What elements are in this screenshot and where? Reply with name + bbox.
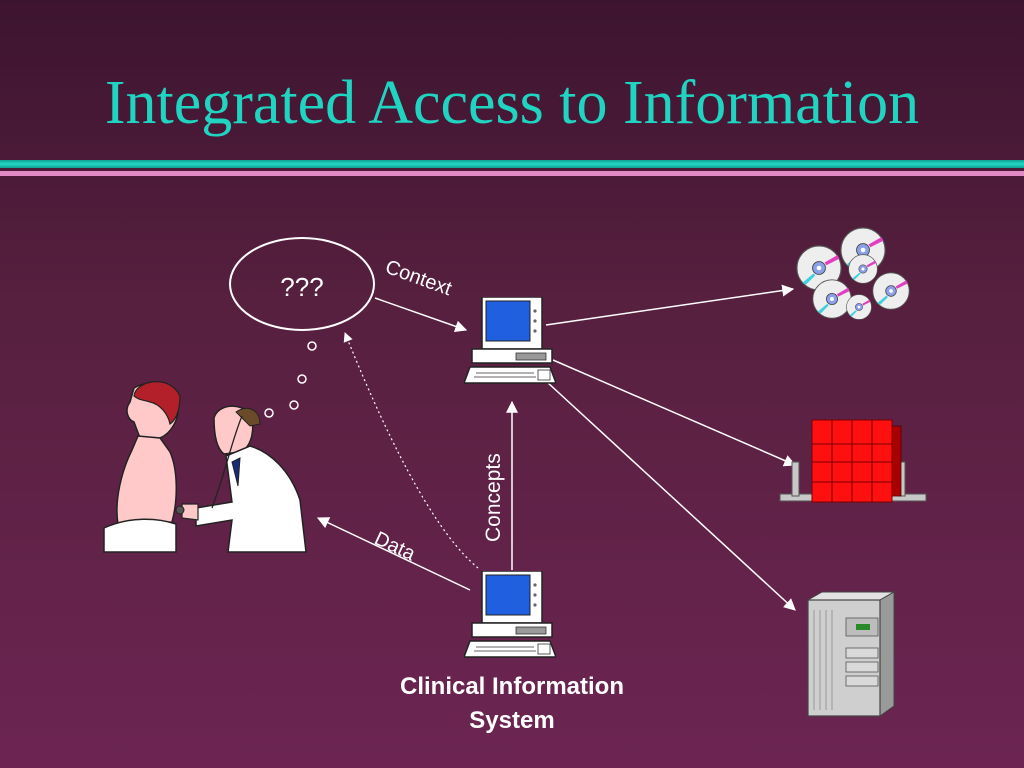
thought-dot xyxy=(297,374,307,384)
computer-icon xyxy=(464,571,556,658)
data-arrow xyxy=(316,517,471,591)
title-rule-pink xyxy=(0,171,1024,176)
dotted-arrow xyxy=(343,332,479,569)
context-label: Context xyxy=(382,256,455,300)
arrow-to-cds xyxy=(545,284,795,326)
server-tower-icon xyxy=(806,591,896,717)
doctor-figure xyxy=(175,405,307,553)
thought-dot xyxy=(264,408,274,418)
arrow-to-server xyxy=(546,381,796,611)
cd-stack-icon xyxy=(796,227,910,321)
computer-icon xyxy=(464,297,556,384)
caption-line-2: System xyxy=(469,707,555,734)
book-shelf-icon xyxy=(779,419,927,503)
caption-line-1: Clinical Information xyxy=(399,673,624,700)
concepts-label: Concepts xyxy=(482,453,505,542)
title-rule-teal xyxy=(0,160,1024,168)
context-arrow xyxy=(374,297,468,333)
data-label: Data xyxy=(371,528,419,566)
system-caption: Clinical Information System xyxy=(362,670,662,738)
slide-title: Integrated Access to Information xyxy=(104,69,920,137)
thought-dot xyxy=(307,341,317,351)
arrow-to-books xyxy=(552,359,797,467)
patient-figure xyxy=(103,381,181,553)
thought-text: ??? xyxy=(280,272,323,302)
thought-bubble xyxy=(229,237,375,331)
thought-dot xyxy=(289,400,299,410)
